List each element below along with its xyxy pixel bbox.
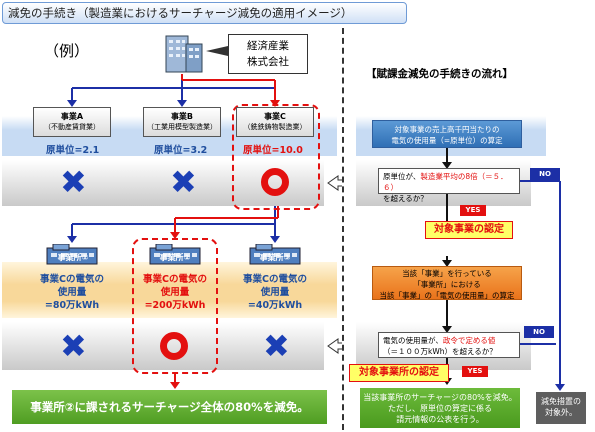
flow-result-no-line1: 減免措置の	[541, 397, 581, 406]
flow-result-no: 減免措置の 対象外。	[536, 392, 586, 424]
establishment-1-usage-line1: 事業Cの電気の	[40, 274, 104, 285]
flow-step2-line3: 当該「事業」の「電気の使用量」の算定	[379, 291, 515, 300]
page-title: 減免の手続き（製造業におけるサーチャージ減免の適用イメージ）	[2, 2, 407, 24]
flow-step1-line2: 電気の使用量（=原単位）の算定	[391, 136, 503, 145]
usage-band	[2, 262, 337, 318]
business-a-box: 事業A （不動産賃貸業）	[33, 107, 111, 137]
establishment-3-usage: 事業Cの電気の 使用量 =40万kWh	[235, 273, 315, 312]
establishment-1-amount: =80万kWh	[44, 300, 100, 311]
flow-label2: 対象事業所の認定	[349, 364, 449, 382]
flow-step1-line1: 対象事業の売上高千円当たりの	[394, 125, 500, 134]
business-c-name: 事業C	[264, 112, 286, 121]
flow-question1: 原単位が、製造業平均の8倍（＝５．６） を超えるか？	[378, 168, 520, 203]
bottom-note: 事業所②に課されるサーチャージ全体の80%を減免。	[12, 390, 327, 424]
establishment-3-usage-line2: 使用量	[260, 287, 290, 298]
company-callout: 経済産業 株式会社	[228, 34, 308, 74]
flow-result-yes: 当該事業所のサーチャージの80%を減免。 ただし、原単位の算定に係る 請元情報の…	[360, 388, 520, 428]
flow-step2: 当該「事業」を行っている 「事業所」における 当該「事業」の「電気の使用量」の算…	[372, 266, 522, 300]
flow-result-yes-line1: 当該事業所のサーチャージの80%を減免。	[363, 393, 517, 402]
flow-result-yes-line2: ただし、原単位の算定に係る	[388, 404, 492, 413]
establishment-1-building-icon	[45, 243, 99, 270]
business-b-cross-icon: ✖	[170, 163, 197, 201]
establishment-2-highlight	[132, 238, 218, 374]
business-b-name: 事業B	[170, 112, 194, 121]
flow-q2-line2: （＝１００万kWh）を超えるか？	[383, 347, 497, 356]
company-building-icon	[160, 30, 206, 74]
flow-q2-pre: 電気の使用量が、	[383, 336, 443, 345]
business-c-unit: 原単位=10.0	[243, 145, 303, 156]
company-name-line1: 経済産業	[247, 40, 289, 52]
business-b-box: 事業B （工業用模型製造業）	[143, 107, 221, 137]
establishment-1-name: 事業所①	[57, 253, 89, 262]
establishment-3-building-icon	[248, 243, 302, 270]
establishment-2-usage-line1: 事業Cの電気の	[143, 274, 207, 285]
establishment-1-cross-icon: ✖	[60, 327, 87, 365]
company-arrows	[67, 74, 342, 389]
establishment-2-amount: =200万kWh	[144, 300, 206, 311]
flow-q2-red: 政令で定める値	[442, 336, 496, 345]
flow-step2-line2: 「事業所」における	[413, 280, 481, 289]
company-name-line2: 株式会社	[247, 56, 289, 68]
business-c-box: 事業C （銑鉄鋳物製造業）	[236, 107, 314, 137]
establishment-2-usage: 事業Cの電気の 使用量 =200万kWh	[135, 273, 215, 312]
business-b-sub: （工業用模型製造業）	[147, 123, 217, 131]
flow-result-yes-line3: 請元情報の公表を行う。	[396, 415, 484, 424]
business-c-sub: （銑鉄鋳物製造業）	[243, 123, 307, 131]
establishment-2-usage-line2: 使用量	[160, 287, 190, 298]
right-heading: 【賦課金減免の手続きの流れ】	[366, 68, 513, 80]
flow-arrows	[442, 148, 565, 391]
callout-pointer	[206, 46, 228, 56]
business-a-unit: 原単位=2.1	[46, 145, 100, 156]
flow-no2: NO	[524, 326, 554, 338]
establishment-2-circle-icon	[160, 332, 188, 360]
divider-line	[342, 28, 344, 430]
business-c-highlight	[232, 104, 320, 210]
flow-result-no-line2: 対象外。	[545, 408, 577, 417]
flow-q1-line2: を超えるか？	[383, 194, 428, 203]
flow-q1-pre: 原単位が、	[383, 172, 421, 181]
flow-q1-red: 製造業平均の8倍（＝５．６）	[383, 172, 508, 192]
flow-step1: 対象事業の売上高千円当たりの 電気の使用量（=原単位）の算定	[372, 120, 522, 148]
flow-yes1: YES	[460, 205, 486, 216]
business-c-circle-icon	[261, 168, 289, 196]
example-label: （例）	[44, 42, 90, 60]
establishment-2-building-icon	[148, 243, 202, 270]
establishment-2-name: 事業所②	[159, 253, 191, 262]
flow-step2-line1: 当該「事業」を行っている	[402, 269, 492, 278]
establishment-1-usage: 事業Cの電気の 使用量 =80万kWh	[32, 273, 112, 312]
business-a-name: 事業A	[60, 112, 84, 121]
flow-yes2: YES	[462, 366, 488, 377]
bottom-note-text: 事業所②に課されるサーチャージ全体の80%を減免。	[30, 400, 309, 414]
establishment-1-usage-line2: 使用量	[57, 287, 87, 298]
flow-label1: 対象事業の認定	[425, 221, 513, 239]
business-a-sub: （不動産賃貸業）	[44, 123, 100, 131]
flow-question2: 電気の使用量が、政令で定める値 （＝１００万kWh）を超えるか？	[378, 332, 520, 358]
establishment-3-usage-line1: 事業Cの電気の	[243, 274, 307, 285]
establishment-3-name: 事業所③	[259, 253, 291, 262]
flow-no1: NO	[530, 168, 560, 180]
establishment-3-amount: =40万kWh	[247, 300, 303, 311]
business-a-cross-icon: ✖	[60, 163, 87, 201]
business-b-unit: 原単位=3.2	[154, 145, 208, 156]
establishment-3-cross-icon: ✖	[263, 327, 290, 365]
